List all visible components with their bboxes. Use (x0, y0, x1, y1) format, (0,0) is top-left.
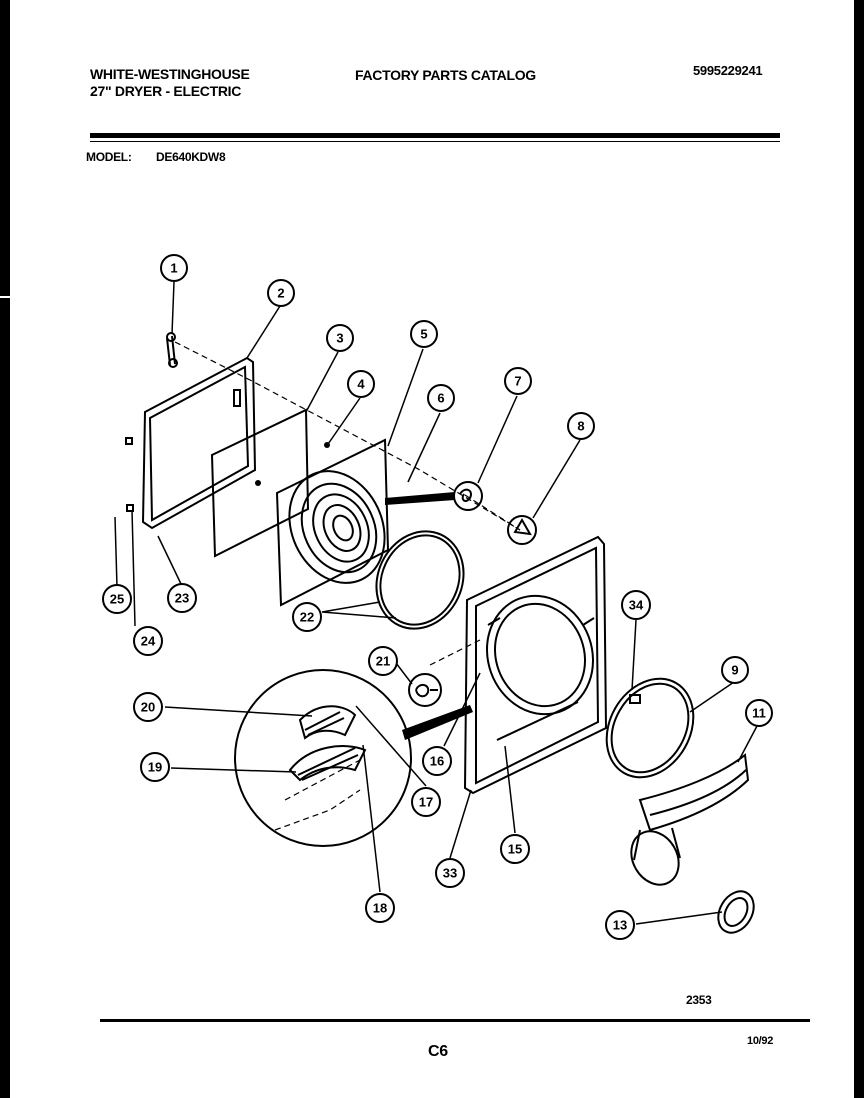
svg-text:13: 13 (613, 918, 627, 933)
svg-text:16: 16 (430, 754, 444, 769)
revision-date: 10/92 (747, 1035, 774, 1047)
callout-33: 33 (435, 858, 465, 888)
footer-rule (100, 1019, 810, 1022)
assembly-line-7-8 (464, 494, 521, 531)
part-8-strike (507, 515, 537, 545)
callout-2: 2 (267, 279, 295, 307)
callout-9: 9 (721, 656, 749, 684)
callout-20: 20 (133, 692, 163, 722)
callout-13: 13 (605, 910, 635, 940)
callout-1: 1 (160, 254, 188, 282)
part-1-hinge-pin (166, 332, 178, 368)
product-name: 27" DRYER - ELECTRIC (90, 83, 242, 99)
callout-4: 4 (347, 370, 375, 398)
part-3-door-inner-panel (210, 408, 310, 558)
callout-24: 24 (133, 626, 163, 656)
callout-34: 34 (621, 590, 651, 620)
brand-product-block: WHITE-WESTINGHOUSE 27" DRYER - ELECTRIC (90, 66, 250, 100)
svg-text:15: 15 (508, 842, 522, 857)
catalog-number: 5995229241 (693, 63, 763, 78)
part-9-bearing-ring (605, 677, 695, 779)
svg-text:8: 8 (577, 419, 584, 434)
callout-22: 22 (292, 602, 322, 632)
callout-17: 17 (411, 787, 441, 817)
svg-text:6: 6 (437, 391, 444, 406)
svg-text:1: 1 (170, 261, 177, 276)
svg-text:34: 34 (629, 598, 644, 613)
brand-name: WHITE-WESTINGHOUSE (90, 66, 250, 82)
svg-text:22: 22 (300, 610, 314, 625)
svg-text:3: 3 (336, 331, 343, 346)
callout-25: 25 (102, 584, 132, 614)
callout-21: 21 (368, 646, 398, 676)
model-label: MODEL: (86, 150, 132, 164)
exploded-parts-diagram: 1 2 3 4 5 6 7 8 9 11 13 15 16 17 18 19 2… (102, 254, 773, 940)
part-13-duct-seal (717, 890, 755, 934)
svg-text:7: 7 (514, 374, 521, 389)
svg-text:19: 19 (148, 760, 162, 775)
assembly-line-21 (429, 639, 481, 666)
callout-7: 7 (504, 367, 532, 395)
catalog-title: FACTORY PARTS CATALOG (355, 67, 536, 83)
svg-text:18: 18 (373, 901, 387, 916)
part-33-front-panel (463, 535, 608, 795)
part-7-hinge-screw (453, 481, 483, 511)
callout-6: 6 (427, 384, 455, 412)
svg-text:2: 2 (277, 286, 284, 301)
scan-edge-mark (0, 296, 10, 298)
switch-bar (402, 705, 473, 740)
svg-text:17: 17 (419, 795, 433, 810)
page-code: C6 (428, 1043, 448, 1060)
svg-text:24: 24 (141, 634, 156, 649)
callout-18: 18 (365, 893, 395, 923)
detail-inset-circle (234, 669, 412, 847)
svg-text:23: 23 (175, 591, 189, 606)
leader-lines (114, 281, 758, 925)
part-34-clip (629, 694, 641, 704)
callout-8: 8 (567, 412, 595, 440)
svg-text:9: 9 (731, 663, 738, 678)
callout-16: 16 (422, 746, 452, 776)
callout-11: 11 (745, 699, 773, 727)
header-rule-thin (90, 141, 780, 142)
part-22-door-seal (375, 530, 465, 630)
svg-text:11: 11 (752, 706, 766, 721)
hinge-bar (385, 492, 455, 505)
header-rule (90, 133, 780, 138)
svg-text:20: 20 (141, 700, 155, 715)
catalog-page: WHITE-WESTINGHOUSE 27" DRYER - ELECTRIC … (10, 0, 854, 1098)
model-value: DE640KDW8 (156, 150, 226, 164)
part-21-switch-actuator (408, 673, 442, 707)
callout-15: 15 (500, 834, 530, 864)
svg-text:21: 21 (376, 654, 390, 669)
svg-text:33: 33 (443, 866, 457, 881)
diagram-number: 2353 (686, 993, 712, 1007)
callout-5: 5 (410, 320, 438, 348)
assembly-axis-line (174, 341, 521, 531)
callout-3: 3 (326, 324, 354, 352)
svg-text:25: 25 (110, 592, 124, 607)
svg-text:5: 5 (420, 327, 427, 342)
callout-19: 19 (140, 752, 170, 782)
svg-text:4: 4 (357, 377, 365, 392)
part-5-door-liner (275, 438, 390, 607)
callout-23: 23 (167, 583, 197, 613)
part-11-exhaust-duct (630, 753, 750, 886)
